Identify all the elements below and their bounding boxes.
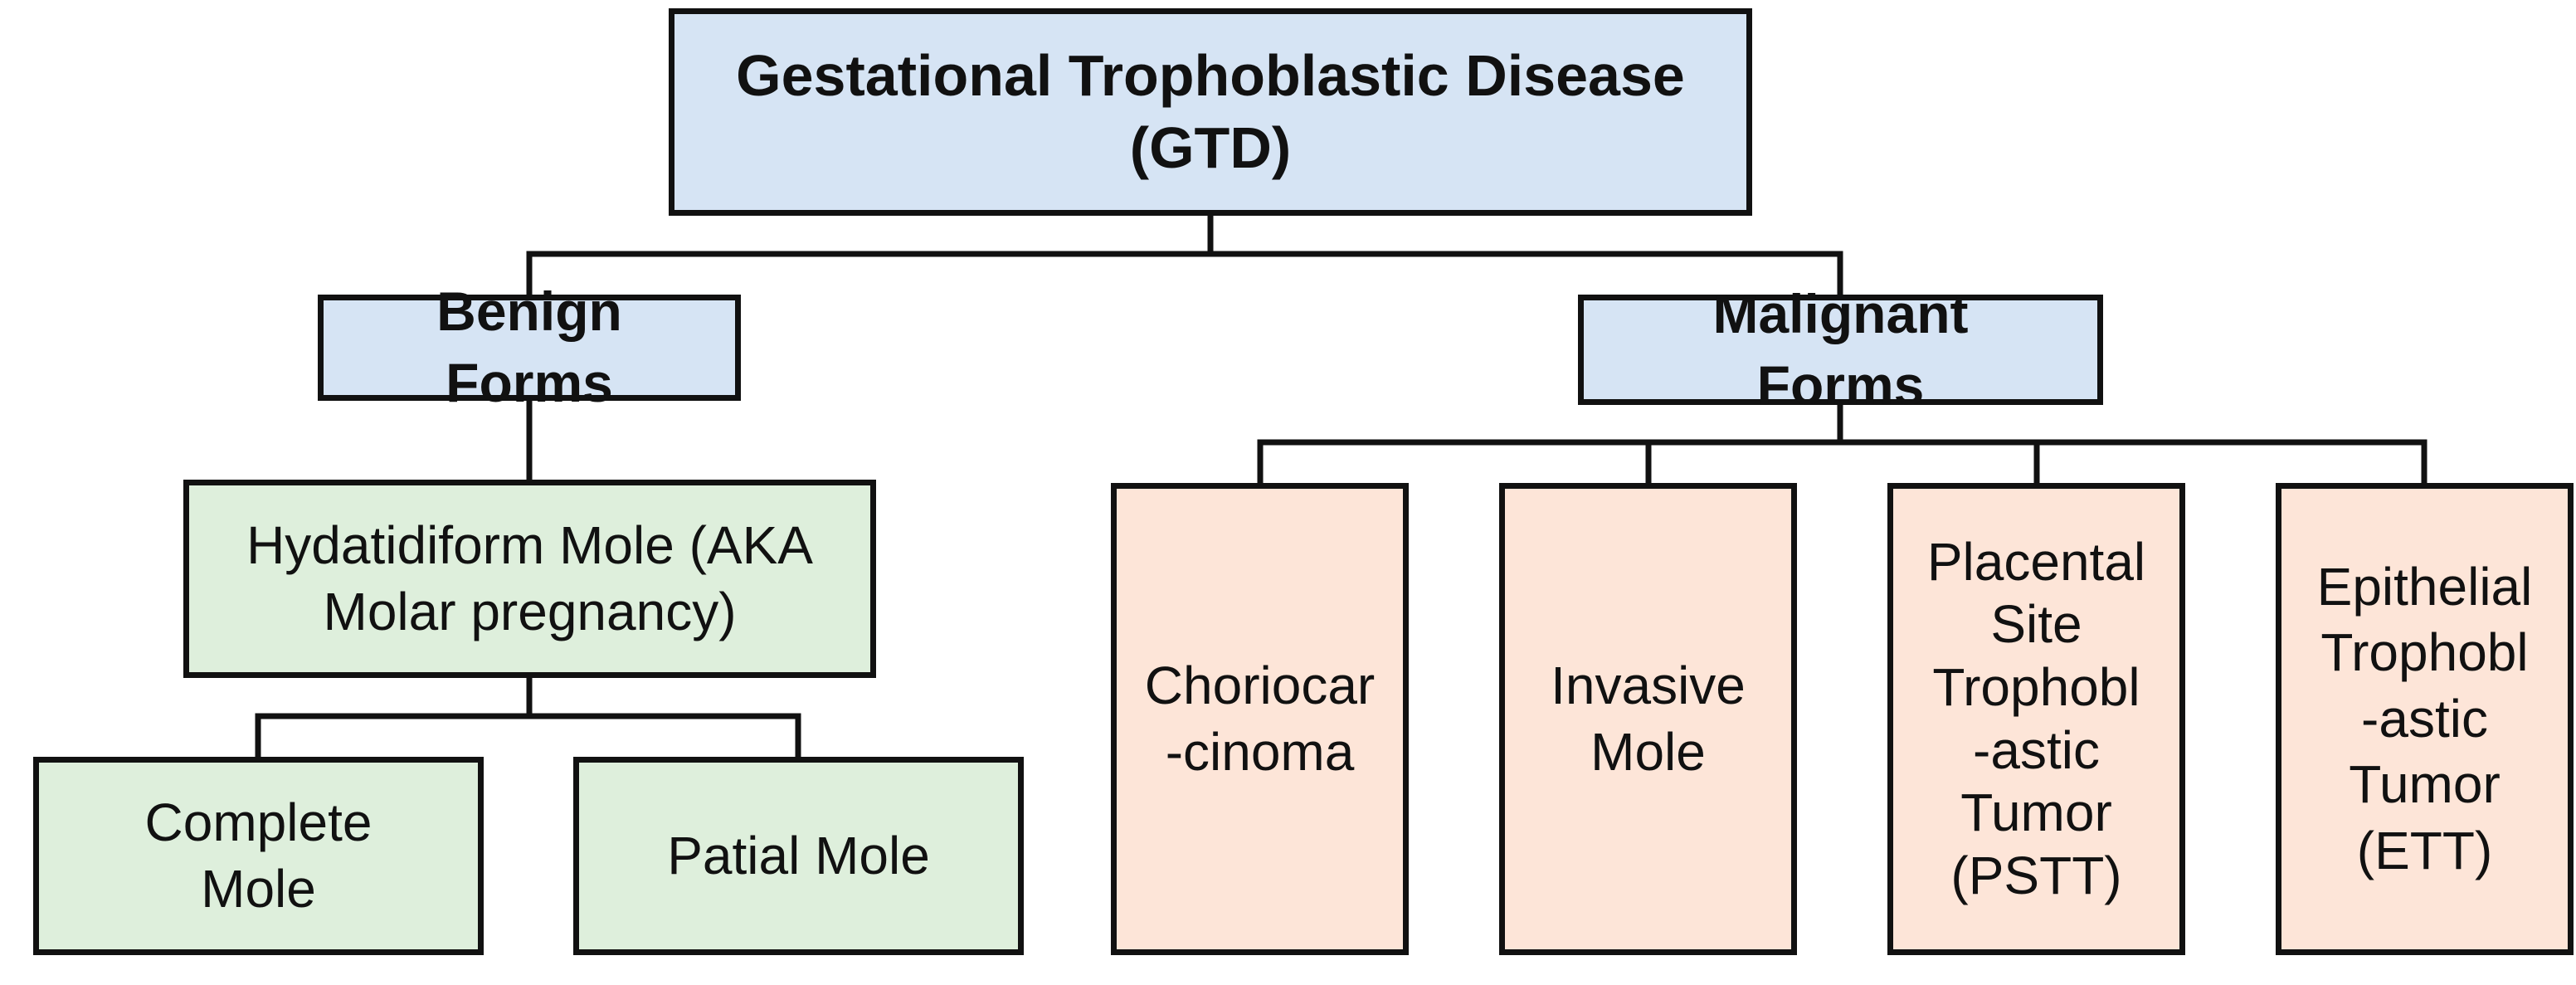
- invasive-mole-label: Invasive Mole: [1551, 656, 1746, 782]
- choriocarcinoma-label: Choriocar -cinoma: [1144, 656, 1376, 782]
- complete-mole-label: Complete Mole: [144, 792, 373, 919]
- choriocarcinoma-box: Choriocar -cinoma: [1111, 483, 1409, 955]
- invasive-mole-box: Invasive Mole: [1499, 483, 1797, 955]
- malignant-forms-box: Malignant Forms: [1578, 283, 2103, 416]
- complete-mole-box: Complete Mole: [33, 757, 484, 955]
- ett-box: Epithelial Trophobl -astic Tumor (ETT): [2276, 483, 2574, 955]
- ett-label: Epithelial Trophobl -astic Tumor (ETT): [2316, 557, 2533, 880]
- benign-forms-label: Benign Forms: [436, 280, 622, 413]
- gtd-root-box: Gestational Trophoblastic Disease (GTD): [669, 8, 1752, 216]
- partial-mole-box: Patial Mole: [573, 757, 1024, 955]
- benign-forms-box: Benign Forms: [318, 280, 741, 413]
- pstt-label: Placental Site Trophobl -astic Tumor (PS…: [1926, 531, 2146, 905]
- malignant-forms-label: Malignant Forms: [1712, 282, 1969, 416]
- gtd-root-label: Gestational Trophoblastic Disease (GTD): [736, 43, 1685, 180]
- partial-mole-label: Patial Mole: [667, 825, 930, 885]
- pstt-box: Placental Site Trophobl -astic Tumor (PS…: [1887, 483, 2185, 955]
- hydatidiform-mole-label: Hydatidiform Mole (AKA Molar pregnancy): [246, 515, 813, 641]
- hydatidiform-mole-box: Hydatidiform Mole (AKA Molar pregnancy): [183, 480, 876, 678]
